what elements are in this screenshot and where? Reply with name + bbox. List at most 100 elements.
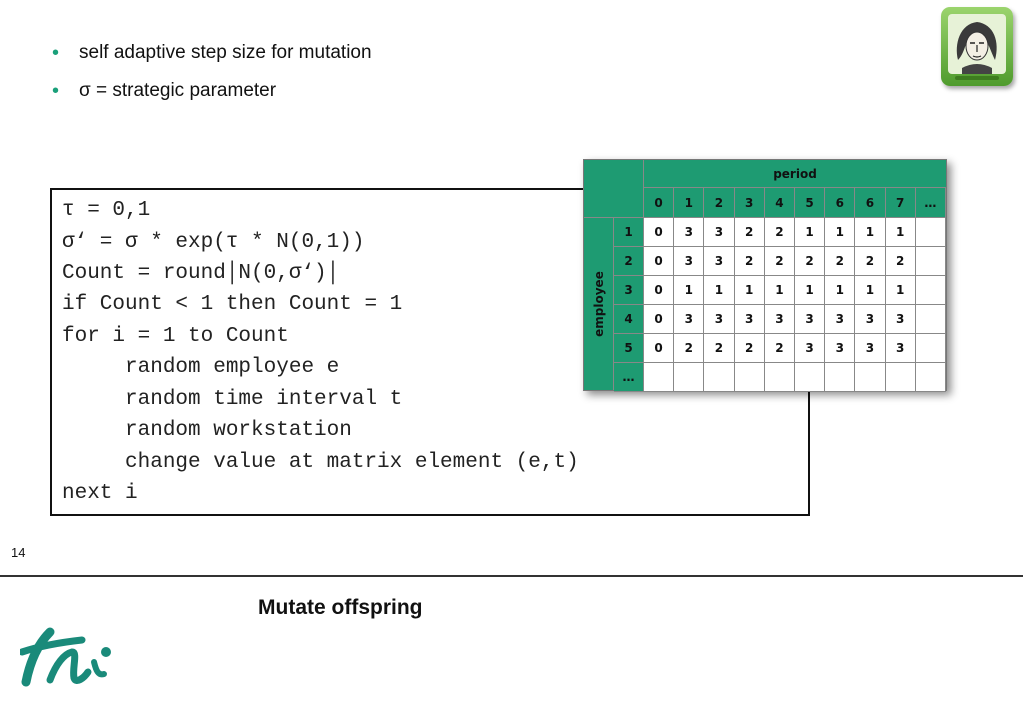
bullet-text: self adaptive step size for mutation [79, 42, 372, 63]
code-line: τ = 0,1 [62, 199, 151, 222]
matrix-cell: 3 [825, 305, 856, 334]
matrix-cell [644, 363, 675, 392]
matrix-cell: 2 [764, 334, 795, 363]
matrix-cell: 3 [704, 247, 735, 276]
bullet-dot-icon: • [52, 80, 60, 102]
column-header-cell: 6 [855, 188, 886, 218]
employee-header: employee [584, 218, 614, 390]
code-line: random employee e [62, 356, 340, 379]
column-header-cell: 3 [734, 188, 765, 218]
matrix-cell: 2 [885, 247, 916, 276]
matrix-cell: 1 [825, 276, 856, 305]
matrix-cell: 2 [704, 334, 735, 363]
page-number: 14 [11, 545, 26, 560]
matrix-cell: 3 [764, 305, 795, 334]
matrix-cell: 1 [825, 218, 856, 247]
row-header-cell: 1 [614, 218, 644, 247]
row-header-cell: … [614, 363, 644, 392]
code-line: next i [62, 482, 138, 505]
matrix-cell [915, 363, 946, 392]
matrix-cell: 3 [885, 305, 916, 334]
period-header: period [644, 160, 946, 188]
matrix-cell [915, 305, 946, 334]
matrix-cell: 1 [885, 218, 916, 247]
matrix-cell: 1 [855, 276, 886, 305]
code-line: for i = 1 to Count [62, 325, 289, 348]
code-line: σ‘ = σ * exp(τ * N(0,1)) [62, 231, 365, 254]
bullet-item: • σ = strategic parameter [52, 78, 372, 116]
column-header-cell: 1 [674, 188, 705, 218]
matrix-cell [915, 218, 946, 247]
matrix-cell [734, 363, 765, 392]
matrix-cell: 0 [644, 334, 675, 363]
matrix-cell: 3 [674, 305, 705, 334]
matrix-cell: 3 [674, 247, 705, 276]
code-line: random workstation [62, 419, 352, 442]
row-header-cell: 3 [614, 276, 644, 305]
row-header-cell: 2 [614, 247, 644, 276]
matrix-cell: 2 [764, 218, 795, 247]
bullet-dot-icon: • [52, 42, 60, 64]
bullet-list: • self adaptive step size for mutation • σ… [52, 40, 372, 116]
matrix-cell: 2 [795, 247, 826, 276]
matrix-cell: 2 [734, 334, 765, 363]
matrix-cell [764, 363, 795, 392]
matrix-cell [674, 363, 705, 392]
matrix-cell: 2 [674, 334, 705, 363]
matrix-cell: 3 [795, 305, 826, 334]
matrix-cell: 3 [674, 218, 705, 247]
portrait-logo-icon [941, 7, 1013, 86]
column-header-cell: … [915, 188, 946, 218]
matrix-cell: 2 [764, 247, 795, 276]
code-line: if Count < 1 then Count = 1 [62, 293, 403, 316]
matrix-cell: 2 [734, 247, 765, 276]
matrix-cell: 1 [795, 276, 826, 305]
matrix-cell: 0 [644, 305, 675, 334]
matrix-cell: 3 [885, 334, 916, 363]
bullet-text: σ = strategic parameter [79, 80, 277, 101]
column-header-cell: 4 [764, 188, 795, 218]
matrix-cell: 3 [825, 334, 856, 363]
matrix-cell: 0 [644, 247, 675, 276]
matrix-corner [584, 160, 644, 218]
matrix-cell [915, 334, 946, 363]
row-header-cell: 4 [614, 305, 644, 334]
column-header-cell: 7 [885, 188, 916, 218]
matrix-cell: 1 [855, 218, 886, 247]
code-line: random time interval t [62, 388, 403, 411]
footer-divider [0, 575, 1023, 577]
matrix-cell: 0 [644, 276, 675, 305]
column-header-cell: 5 [795, 188, 826, 218]
matrix-cell [795, 363, 826, 392]
matrix-cell: 3 [855, 305, 886, 334]
matrix-cell: 1 [885, 276, 916, 305]
matrix-cell: 0 [644, 218, 675, 247]
matrix-cell: 1 [734, 276, 765, 305]
matrix-cell: 1 [674, 276, 705, 305]
column-header-cell: 6 [825, 188, 856, 218]
matrix-cell [825, 363, 856, 392]
matrix-cell [915, 276, 946, 305]
matrix-cell: 3 [795, 334, 826, 363]
matrix-cell: 1 [795, 218, 826, 247]
matrix-cell: 1 [764, 276, 795, 305]
matrix-cell [704, 363, 735, 392]
matrix-cell: 2 [825, 247, 856, 276]
matrix-cell [915, 247, 946, 276]
column-header-cell: 0 [644, 188, 675, 218]
bullet-item: • self adaptive step size for mutation [52, 40, 372, 78]
matrix-cell: 2 [855, 247, 886, 276]
matrix-cell: 3 [855, 334, 886, 363]
matrix-cell: 1 [704, 276, 735, 305]
matrix-cell: 2 [734, 218, 765, 247]
tu-logo-icon [20, 627, 111, 687]
code-line: change value at matrix element (e,t) [62, 451, 579, 474]
matrix-cell: 3 [704, 305, 735, 334]
matrix-cell [855, 363, 886, 392]
slide-title: Mutate offspring [258, 596, 423, 619]
matrix-cell: 3 [734, 305, 765, 334]
column-header-cell: 2 [704, 188, 735, 218]
matrix-cell: 3 [704, 218, 735, 247]
code-line: Count = round│N(0,σ‘)│ [62, 262, 340, 285]
employee-header-text: employee [591, 271, 606, 337]
